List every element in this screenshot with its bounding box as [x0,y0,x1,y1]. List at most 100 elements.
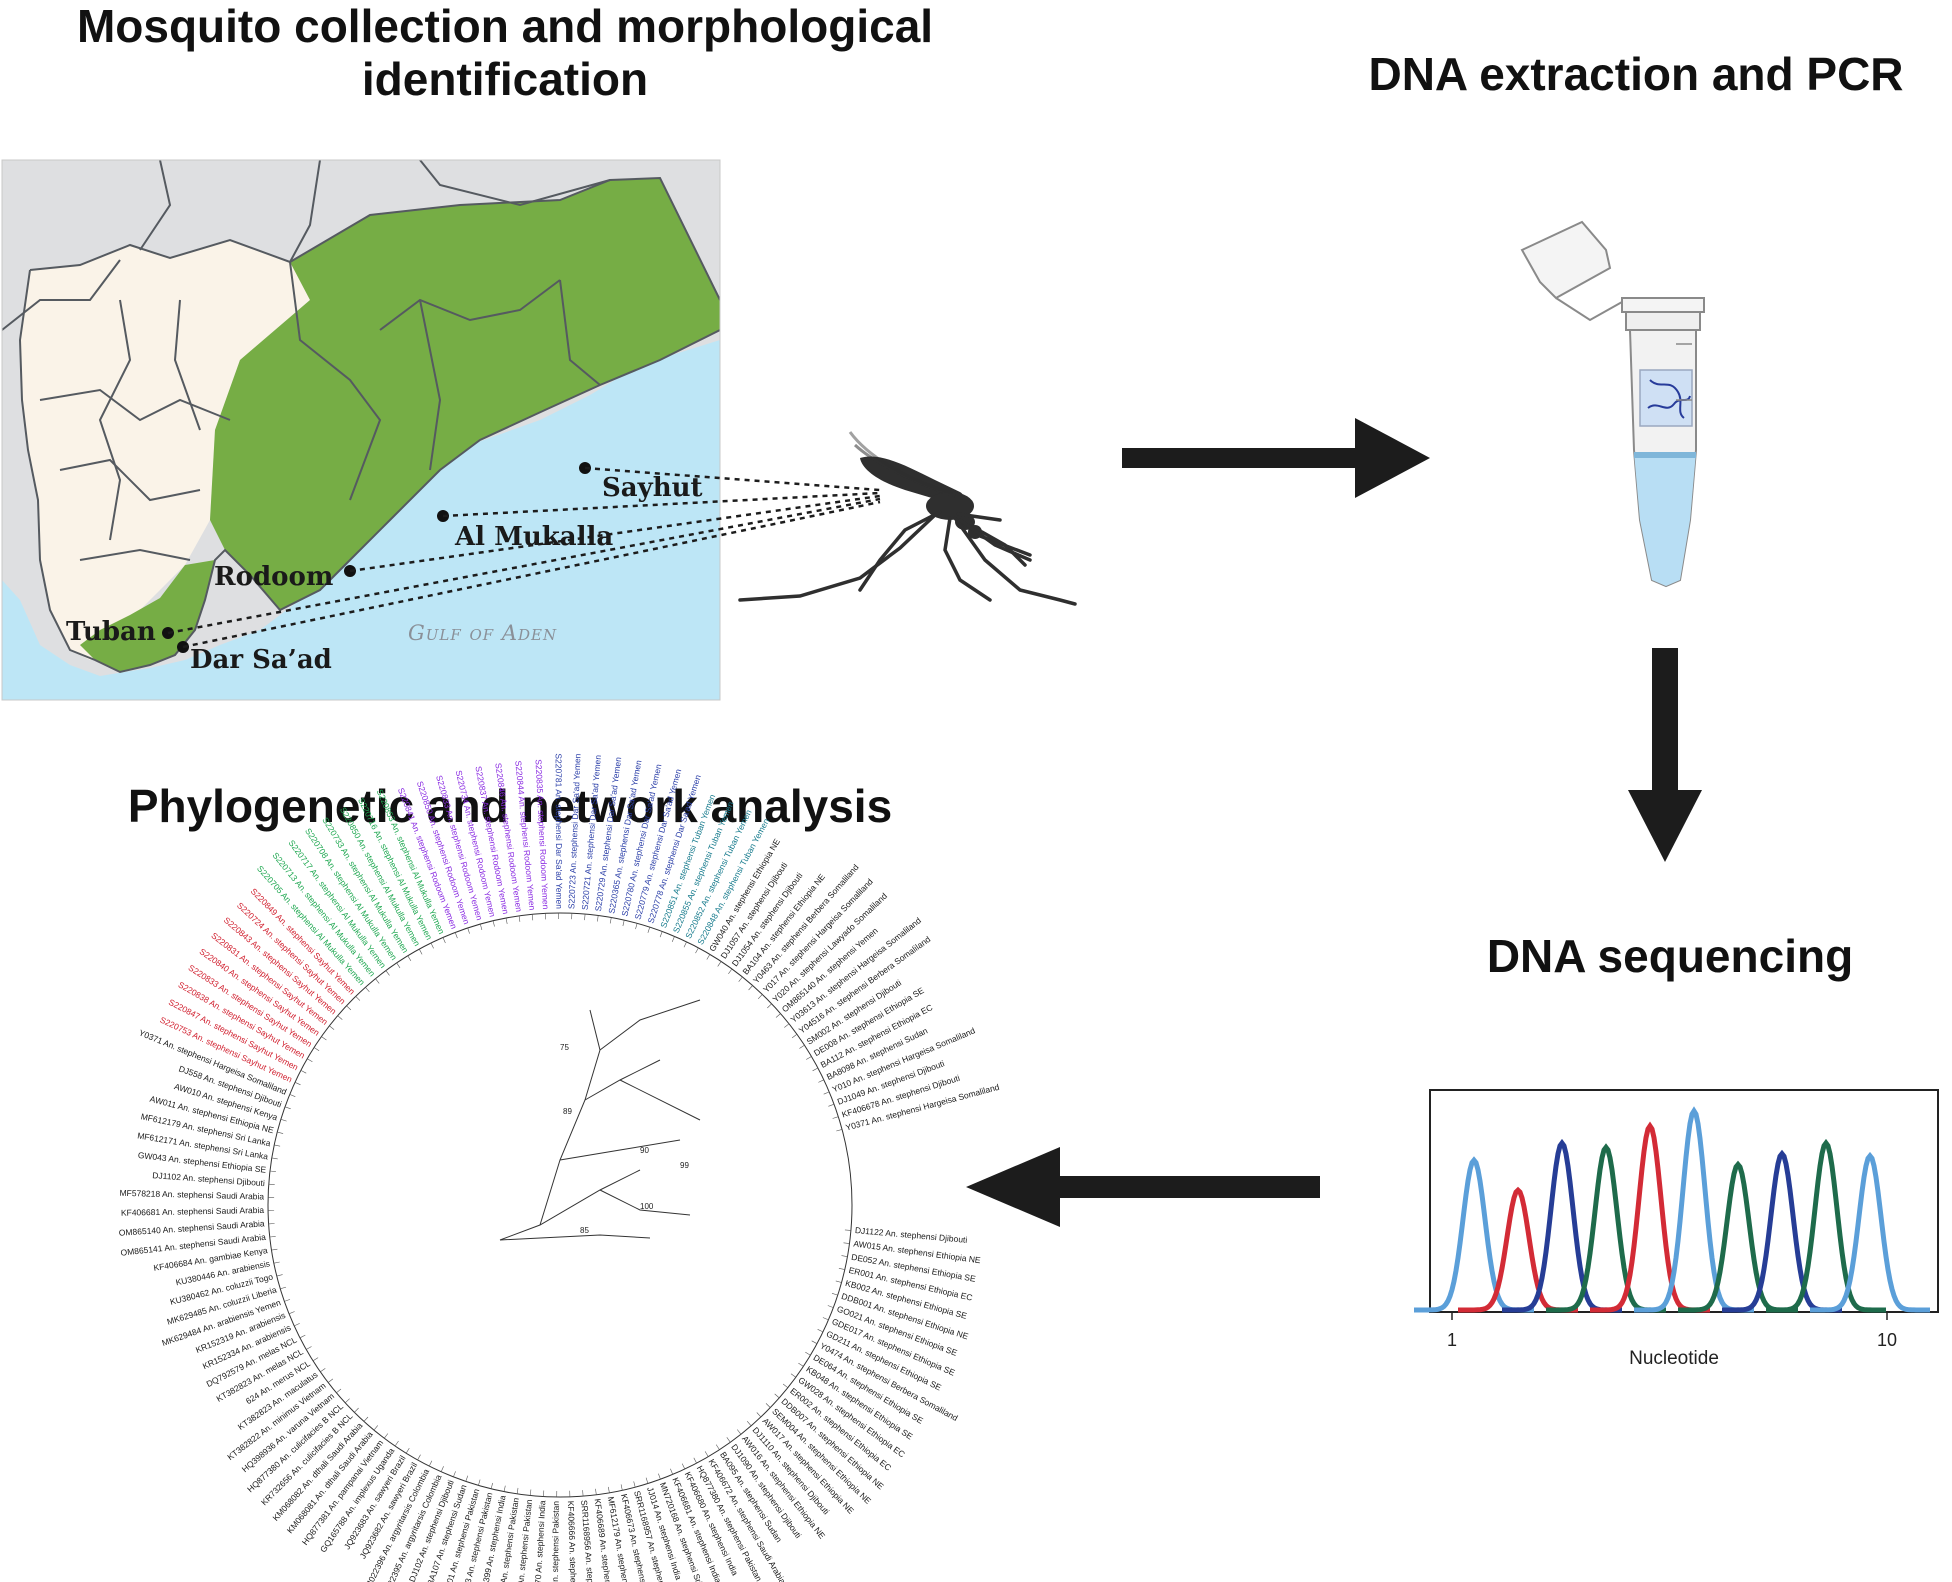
tip-branch [831,1293,838,1296]
tip-branch [442,937,446,944]
bootstrap-value: 100 [640,1202,654,1211]
site-label-rodoom: Rodoom [214,562,333,592]
tip-branch [756,1412,762,1418]
mosquito-heading-line-2: identification [361,53,649,106]
tree-tip-label: MF578218 An. stephensi Saudi Arabia [119,1188,264,1202]
tip-branch [693,1457,697,1464]
tip-branch [288,1311,295,1315]
internal-branch-7 [599,999,701,1051]
tip-branch [806,1056,812,1060]
dna-sequencing-heading: DNA sequencing [1486,930,1854,982]
tip-branch [748,985,753,991]
tip-branch [354,1407,359,1413]
tip-branch [659,931,663,938]
tip-branch [405,1447,410,1454]
tip-branch [782,1383,788,1388]
chromatogram: 1 10 Nucleotide [1414,1089,1939,1369]
tip-branch [835,1280,842,1283]
tree-tip-label: KF406670 An. stephensi India [531,1500,547,1582]
tip-branch [823,1091,830,1095]
tip-branch [505,917,508,924]
tip-branch [363,1416,369,1422]
tip-branch [454,932,458,939]
site-label-tuban: Tuban [66,617,156,647]
arrow-left-icon [966,1147,1320,1227]
arrow-down-icon [1628,648,1702,862]
internal-branch-6 [589,1009,601,1051]
tip-branch [746,1421,752,1426]
tip-branch [337,1015,343,1020]
internal-branch-1 [499,1169,641,1241]
x-tick-1: 1 [1447,1330,1457,1350]
tip-branch [503,1485,506,1492]
tip-branch [329,1025,335,1030]
tip-branch [757,994,763,1000]
tip-branch [844,1229,851,1231]
mosquito-heading-line-1: Mosquito collection and morphological [76,0,934,52]
tip-branch [453,1471,456,1477]
tip-branch [811,1340,818,1344]
sea-label: Gulf of Aden [408,621,557,645]
pcr-tube-icon [1520,220,1705,588]
tip-branch [670,1468,673,1475]
arrows [966,418,1702,1227]
tip-branch [328,1378,334,1383]
bootstrap-value: 89 [563,1107,572,1116]
tip-branch [633,1481,636,1488]
tip-branch [765,1403,771,1408]
tip-branch [645,1477,649,1484]
tip-branch [736,1429,742,1435]
tree-tip-label: KF406666 An. stephensi India [566,1501,580,1582]
tip-branch [798,1362,804,1367]
tip-branch [306,1346,312,1350]
bootstrap-value: 75 [560,1043,569,1052]
tip-branch [531,914,534,921]
tip-branch [822,1317,829,1321]
tip-branch [681,1463,686,1470]
tree-tip-label: JJ010 An. stephensi Pakistan [550,1501,561,1582]
tip-branch [320,1368,326,1373]
tip-branch [269,1170,276,1172]
tip-branch [299,1334,306,1339]
tip-branch [530,1489,532,1496]
tip-branch [300,1070,307,1074]
tip-branch [430,942,434,949]
tip-branch [582,1490,584,1497]
internal-branch-2 [599,1189,691,1216]
tip-branch [276,1274,283,1277]
tip-branch [671,936,675,943]
tip-branch [726,1437,731,1443]
phylogenetic-analysis-heading: Phylogenetic and network analysis [127,780,893,832]
tip-branch [608,1486,610,1493]
tip-branch [595,1488,597,1495]
x-tick-10: 10 [1877,1330,1897,1350]
tip-branch [419,949,423,955]
internal-branch-3 [539,1049,601,1226]
tip-branch [841,1255,848,1257]
tip-branch [365,987,370,992]
yemen-map: Sayhut Al Mukalla Rodoom Tuban Dar Sa’ad… [1,159,881,701]
tip-branch [704,1451,709,1457]
internal-branch-8 [499,1234,651,1241]
tip-branch [836,1129,843,1132]
tip-branch [695,947,699,954]
arrow-right-icon [1122,418,1430,498]
tip-branch [373,1425,379,1431]
tip-branch [828,1103,835,1107]
tip-branch [647,927,651,933]
tip-branch [817,1329,824,1333]
tip-branch [375,978,380,984]
tip-branch [284,1106,291,1110]
tip-branch [396,962,401,969]
tip-branch [271,1157,278,1160]
tip-branch [516,1487,519,1494]
x-axis-title: Nucleotide [1629,1348,1719,1369]
bootstrap-value: 99 [680,1161,689,1170]
tip-branch [321,1036,327,1041]
tip-branch [312,1357,319,1362]
tip-branch [622,920,625,927]
tip-branch [609,917,612,924]
tip-branch [620,1484,623,1491]
